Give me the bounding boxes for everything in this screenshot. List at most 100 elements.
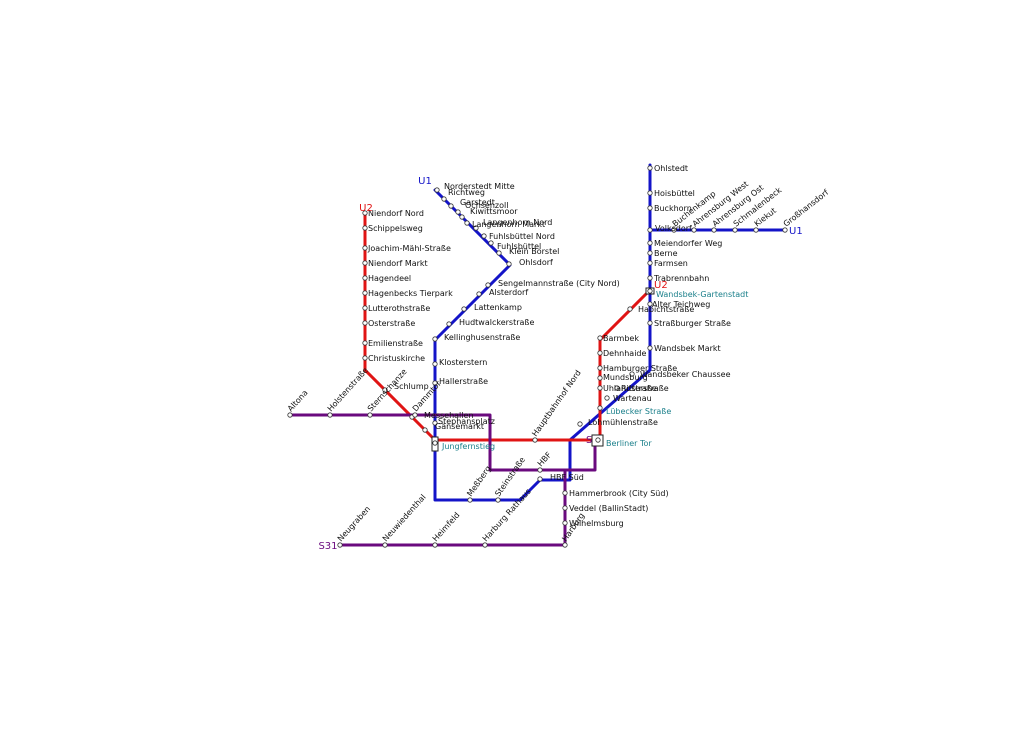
station-marker-u1-messberg[interactable] <box>467 497 473 503</box>
station-marker-u2-hagendeel[interactable] <box>362 275 368 281</box>
station-marker-u1-sengelmannstrasse[interactable] <box>485 282 491 288</box>
station-label-u1-meiendorfer-weg: Meiendorfer Weg <box>654 239 722 248</box>
station-label-u1-kellinghusenstrasse: Kellinghusenstraße <box>444 333 520 342</box>
station-label-u2-niendorf-markt: Niendorf Markt <box>368 259 428 268</box>
station-marker-u2-mundsburg[interactable] <box>597 375 603 381</box>
station-marker-s-harburg[interactable] <box>562 542 568 548</box>
station-marker-u1-ahrensburg-west[interactable] <box>691 227 697 233</box>
station-marker-u1-meiendorfer-weg[interactable] <box>647 240 653 246</box>
station-marker-u1-kiekut[interactable] <box>753 227 759 233</box>
station-marker-u1-berne[interactable] <box>647 250 653 256</box>
station-marker-u1-ahrensburg-ost[interactable] <box>711 227 717 233</box>
station-label-u1-farmsen: Farmsen <box>654 259 688 268</box>
station-marker-u2-lutterothstrasse[interactable] <box>362 305 368 311</box>
station-marker-u1-wartenau[interactable] <box>604 395 610 401</box>
station-marker-s-sternschanze[interactable] <box>367 412 373 418</box>
station-marker-u1-fuhlsbuettel-nord[interactable] <box>481 233 487 239</box>
station-marker-u1-luebecker-strasse[interactable] <box>597 405 603 411</box>
station-label-u2-mundsburg: Mundsburg <box>603 373 648 382</box>
line-label-s31-end: S <box>586 435 592 446</box>
station-marker-u2-emilienstrasse[interactable] <box>362 340 368 346</box>
station-marker-u2-habichtstrasse[interactable] <box>627 306 633 312</box>
station-marker-s-neuwiedenthal[interactable] <box>382 542 388 548</box>
station-label-u1-stephansplatz: Stephansplatz <box>438 417 495 426</box>
station-marker-s-veddel[interactable] <box>562 505 568 511</box>
station-marker-s-holstenstrasse[interactable] <box>327 412 333 418</box>
station-marker-u1-ohlstedt[interactable] <box>647 165 653 171</box>
station-marker-u1-wandsbek-gartenstadt[interactable] <box>647 288 653 294</box>
station-marker-u2-berliner-tor[interactable] <box>595 437 601 443</box>
station-marker-s-hammerbrook[interactable] <box>562 490 568 496</box>
station-marker-s-wilhelmsburg[interactable] <box>562 520 568 526</box>
station-label-u2-barmbek: Barmbek <box>603 334 639 343</box>
station-marker-u2-joachim-maehl-strasse[interactable] <box>362 245 368 251</box>
station-label-u2-emilienstrasse: Emilienstraße <box>368 339 423 348</box>
station-marker-u2-christuskirche[interactable] <box>362 355 368 361</box>
station-marker-u1-alsterdorf[interactable] <box>476 291 482 297</box>
station-marker-u1-wandsbek-markt[interactable] <box>647 345 653 351</box>
station-marker-u1-klosterstern[interactable] <box>432 361 438 367</box>
station-marker-u1-kellinghusenstrasse[interactable] <box>432 336 438 342</box>
station-marker-u1-wandsbeker-chaussee[interactable] <box>629 371 635 377</box>
station-marker-u2-dehnhaide[interactable] <box>597 350 603 356</box>
station-marker-u1-buckhorn[interactable] <box>647 205 653 211</box>
station-marker-u2-osterstrasse[interactable] <box>362 320 368 326</box>
station-marker-u1-steinstrasse[interactable] <box>495 497 501 503</box>
station-marker-u1-fuhlsbuettel[interactable] <box>488 240 494 246</box>
station-label-u2-dehnhaide: Dehnhaide <box>603 349 646 358</box>
station-marker-u2-schlump[interactable] <box>382 387 388 393</box>
station-marker-u2-gaensemarkt[interactable] <box>422 427 428 433</box>
station-label-s-wilhelmsburg: Wilhelmsburg <box>569 519 624 528</box>
station-label-u2-habichtstrasse: Habichtstraße <box>638 305 694 314</box>
station-marker-u1-langenhorn-markt[interactable] <box>464 220 470 226</box>
station-marker-u1-strassburger-strasse[interactable] <box>647 320 653 326</box>
station-marker-u1-richtweg[interactable] <box>441 196 447 202</box>
station-marker-u1-ochsenzoll[interactable] <box>455 209 461 215</box>
station-marker-s-altona[interactable] <box>287 412 293 418</box>
station-marker-u1-grosshansdorf[interactable] <box>782 227 788 233</box>
station-marker-u2-lohmuehlenstrasse[interactable] <box>577 421 583 427</box>
station-marker-u1-volksdorf[interactable] <box>647 227 653 233</box>
station-marker-u1-lattenkamp[interactable] <box>461 306 467 312</box>
station-label-u1-ohlstedt: Ohlstedt <box>654 164 688 173</box>
station-marker-u1-hbf-sued[interactable] <box>537 476 543 482</box>
station-marker-u1-ritterstrasse[interactable] <box>614 385 620 391</box>
station-marker-u2-barmbek[interactable] <box>597 335 603 341</box>
station-marker-s-dammtor[interactable] <box>412 412 418 418</box>
station-marker-u2-schippelsweg[interactable] <box>362 225 368 231</box>
station-marker-u2-niendorf-nord[interactable] <box>362 210 368 216</box>
station-marker-s-hbf[interactable] <box>537 467 543 473</box>
station-marker-u1-langenhorn-nord[interactable] <box>473 225 479 231</box>
station-label-u2-berliner-tor: Berliner Tor <box>606 439 652 448</box>
station-marker-u1-hoisbuettel[interactable] <box>647 190 653 196</box>
station-marker-u1-jungfernstieg[interactable] <box>432 440 438 446</box>
station-marker-u1-trabrennbahn[interactable] <box>647 275 653 281</box>
station-marker-u1-kiwittsmoor[interactable] <box>459 214 465 220</box>
station-marker-u1-garstedt[interactable] <box>448 203 454 209</box>
station-label-u1-volksdorf: Volksdorf <box>655 224 692 233</box>
station-marker-u1-hallerstrasse[interactable] <box>432 380 438 386</box>
station-marker-u1-schmalenbeck[interactable] <box>732 227 738 233</box>
station-marker-u1-stephansplatz[interactable] <box>432 420 438 426</box>
station-label-u2-hamburger-strasse: Hamburger Straße <box>603 364 677 373</box>
station-marker-u1-alter-teichweg[interactable] <box>647 301 653 307</box>
station-label-u1-fuhlsbuettel: Fuhlsbüttel <box>497 242 541 251</box>
station-marker-u2-hamburger-strasse[interactable] <box>597 365 603 371</box>
station-marker-u1-norderstedt-mitte[interactable] <box>434 187 440 193</box>
station-marker-u1-hudtwalckerstrasse[interactable] <box>446 321 452 327</box>
station-marker-u2-uhlandstrasse[interactable] <box>597 385 603 391</box>
station-marker-u1-klein-borstel[interactable] <box>496 250 502 256</box>
station-marker-u1-buchenkamp[interactable] <box>671 227 677 233</box>
station-label-u2-christuskirche: Christuskirche <box>368 354 425 363</box>
station-marker-u1-farmsen[interactable] <box>647 260 653 266</box>
station-marker-u1-ohlsdorf[interactable] <box>506 261 512 267</box>
station-marker-s-harburg-rathaus[interactable] <box>482 542 488 548</box>
station-marker-s-heimfeld[interactable] <box>432 542 438 548</box>
station-marker-s-neugraben[interactable] <box>337 542 343 548</box>
station-marker-u2-hauptbahnhof-nord[interactable] <box>532 437 538 443</box>
station-label-u2-niendorf-nord: Niendorf Nord <box>368 209 424 218</box>
station-marker-u2-hagenbecks-tierpark[interactable] <box>362 290 368 296</box>
stops-layer <box>287 165 788 548</box>
station-label-u1-langenhorn-nord: Langenhorn Nord <box>483 218 552 227</box>
station-marker-u2-niendorf-markt[interactable] <box>362 260 368 266</box>
